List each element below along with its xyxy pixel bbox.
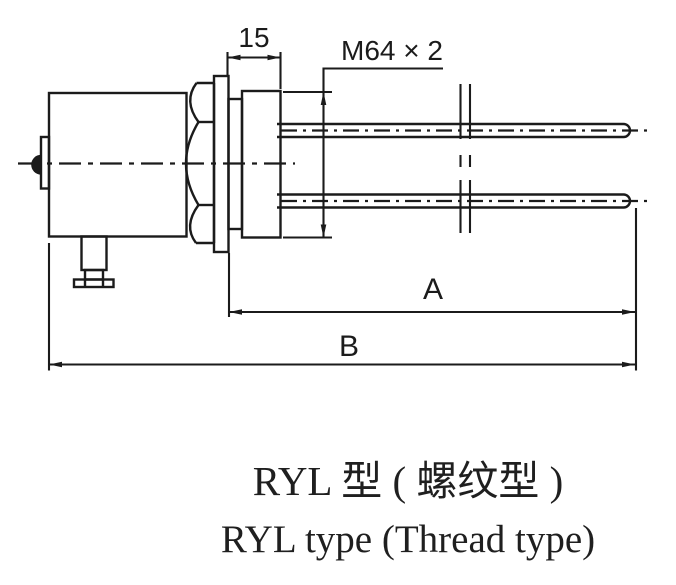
caption: RYL 型 ( 螺纹型 ) RYL type (Thread type)	[221, 458, 595, 561]
dim-b-label: B	[339, 330, 359, 363]
thread-assembly	[212, 74, 282, 254]
dim-a-arrow-right	[622, 309, 635, 315]
dim-15-arrow-right	[267, 54, 281, 61]
dimension-thread-length: 15	[226, 22, 282, 89]
mounting-bracket	[72, 235, 115, 289]
dim-15-arrow-left	[227, 54, 241, 61]
thread-section	[240, 89, 282, 239]
thread-spec-leader	[322, 67, 443, 92]
bracket-foot	[72, 278, 115, 289]
nut-top-facet-arc	[189, 82, 200, 123]
dim-b-arrow-right	[622, 361, 635, 368]
nut-bottom-facet-arc	[188, 204, 200, 244]
heating-tube-top	[277, 122, 651, 139]
bracket-stem	[80, 235, 108, 272]
terminal-housing	[31, 91, 188, 238]
terminal-pin-dome	[31, 154, 41, 175]
caption-line-en: RYL type (Thread type)	[221, 518, 595, 561]
dim-b-arrow-left	[49, 361, 62, 368]
dim-a-label: A	[423, 273, 443, 306]
dim-a-arrow-left	[229, 309, 242, 315]
bracket-foot-dividers	[83, 279, 105, 287]
housing-outline	[47, 91, 188, 238]
bracket-neck	[83, 268, 105, 281]
dimension-thread-spec: M64 × 2	[283, 35, 443, 239]
heating-tube-bottom	[277, 193, 651, 209]
thread-spec-arrow-up	[320, 92, 327, 105]
dim-15-label: 15	[238, 22, 269, 53]
thread-spec-label: M64 × 2	[341, 35, 443, 66]
nut-middle-facet-arc	[184, 121, 200, 206]
break-marks	[459, 84, 472, 233]
dimension-b: B	[47, 243, 635, 371]
dimension-a: A	[227, 208, 638, 371]
thread-spec-arrow-down	[320, 224, 327, 238]
caption-line-zh: RYL 型 ( 螺纹型 )	[253, 458, 564, 504]
